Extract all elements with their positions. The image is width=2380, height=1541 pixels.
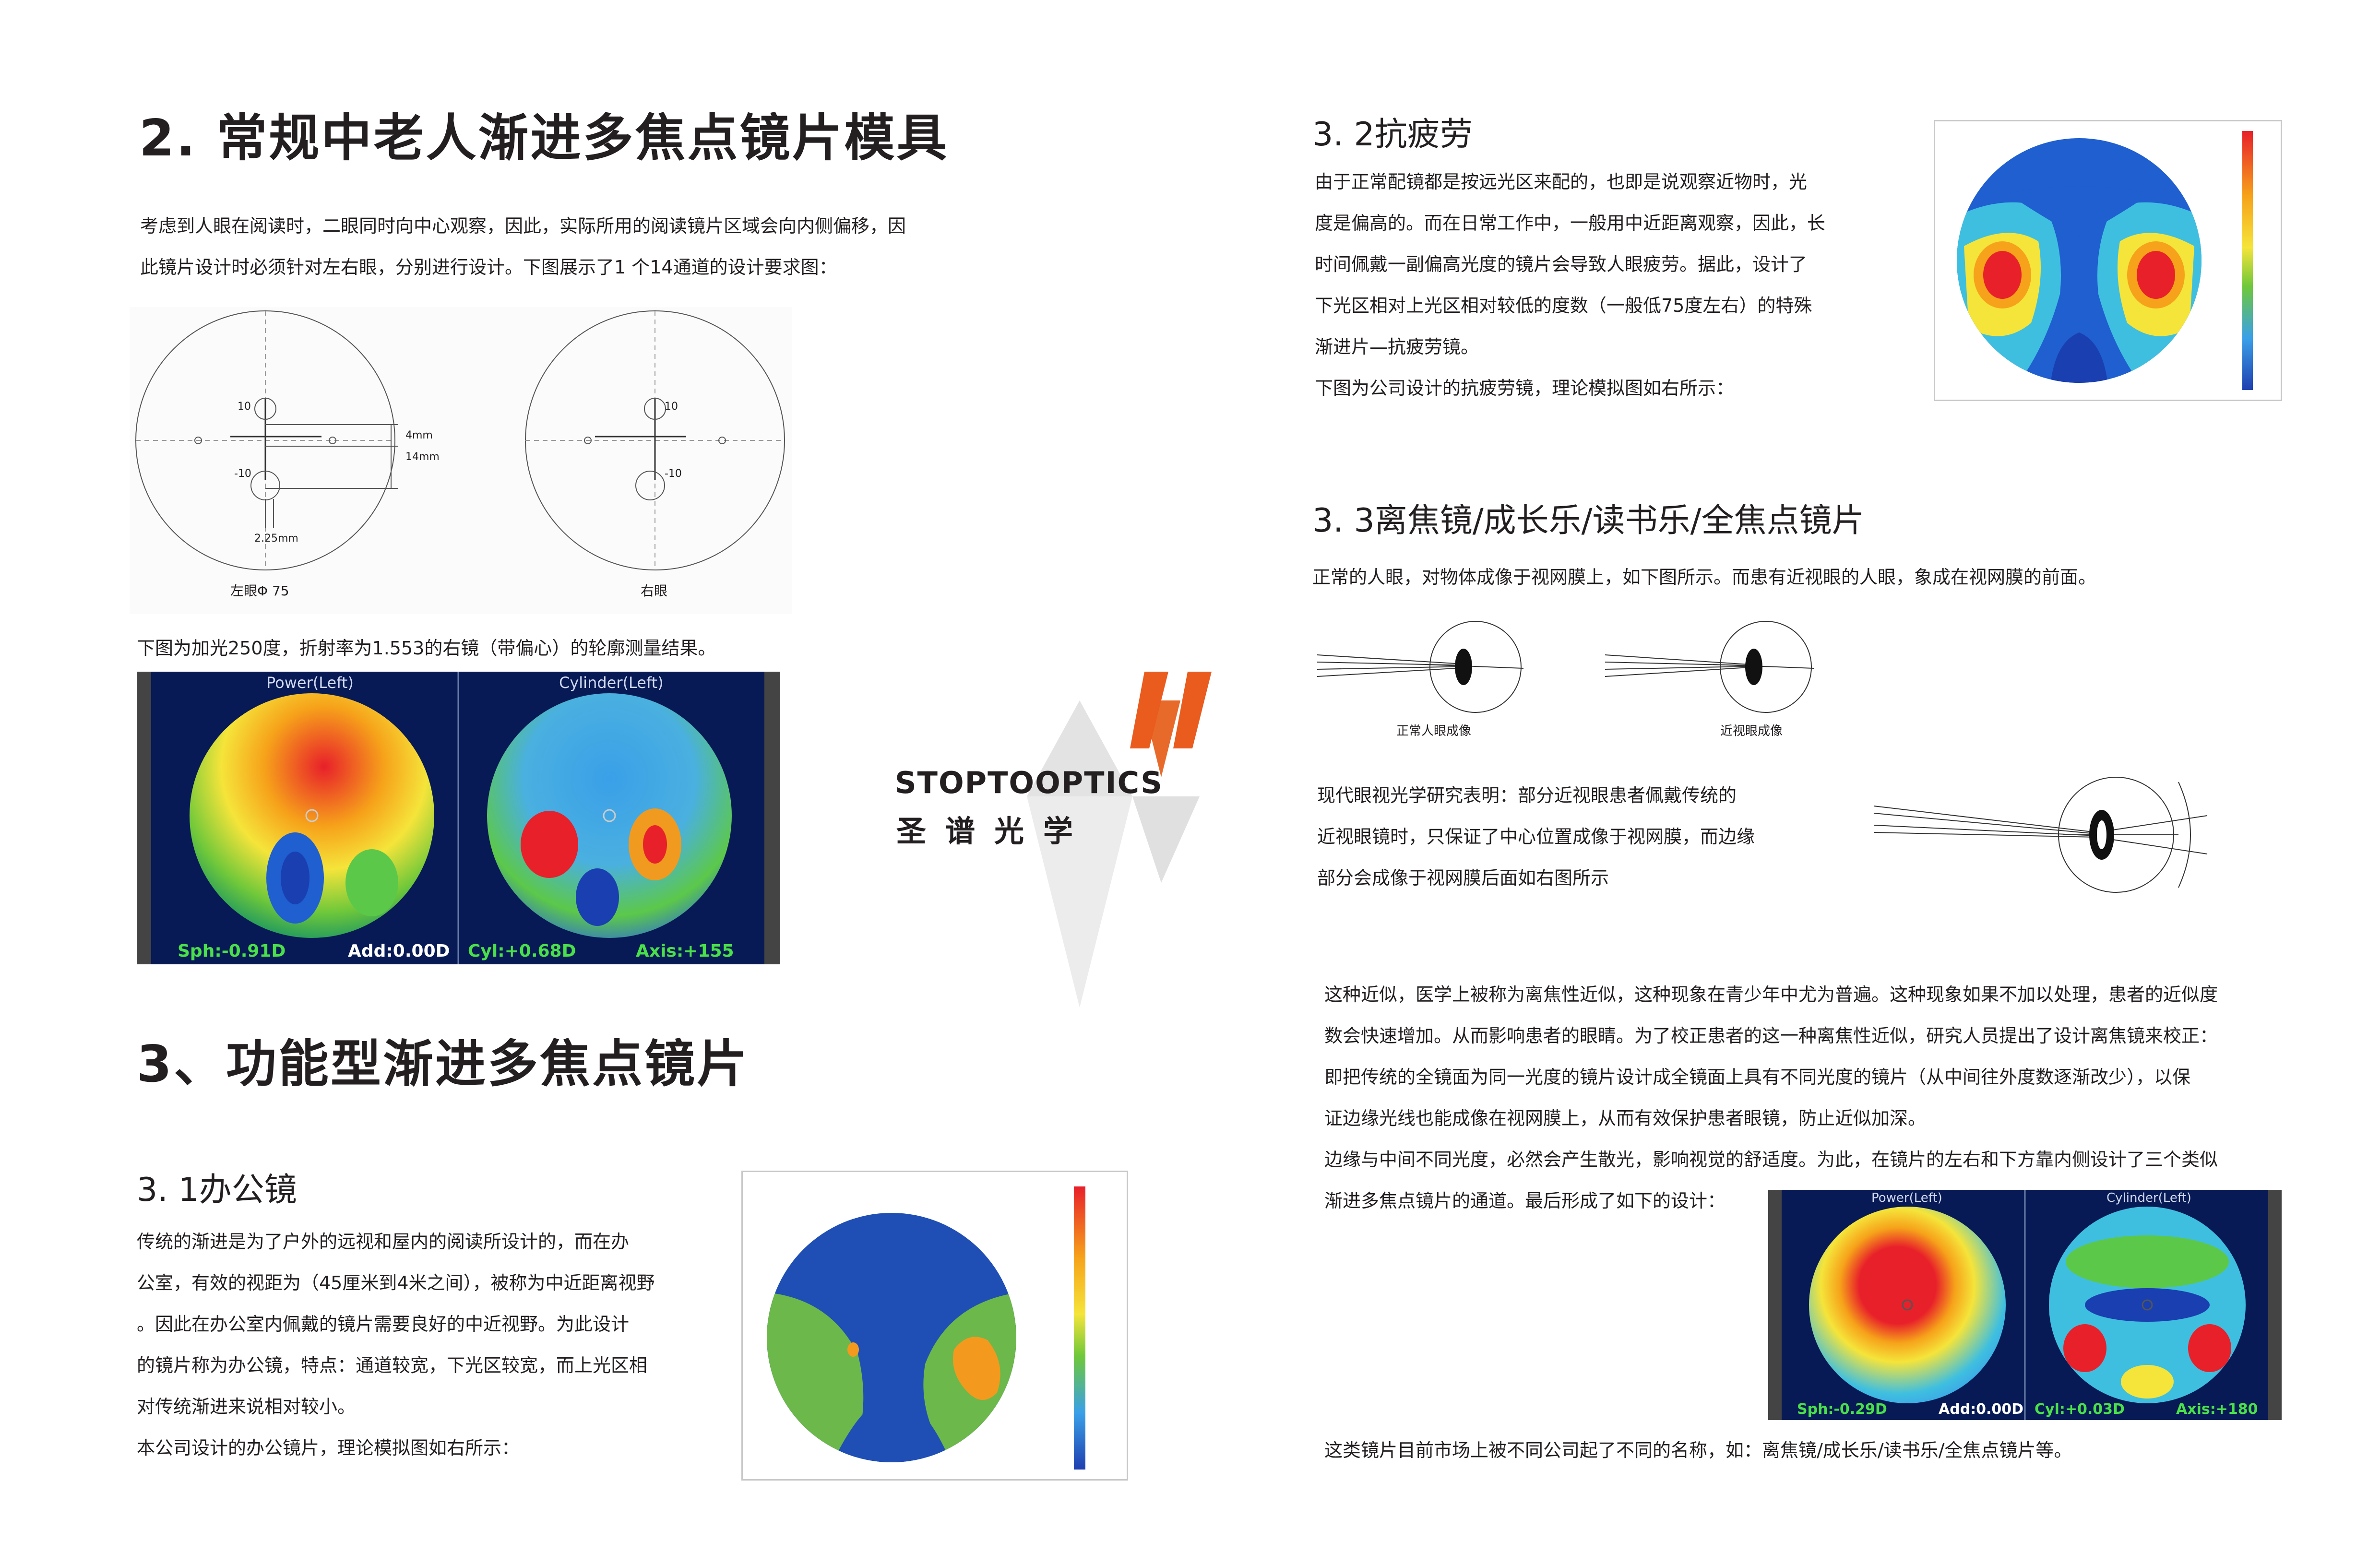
office-lens-svg <box>767 1186 1085 1470</box>
body-line: 公室，有效的视距为（45厘米到4米之间），被称为中近距离视野 <box>137 1272 655 1293</box>
body-line: 的镜片称为办公镜，特点：通道较宽，下光区较宽，而上光区相 <box>137 1355 648 1376</box>
label-top: 10 <box>238 401 251 413</box>
right-eye-caption: 右眼 <box>641 583 668 599</box>
measurement-map-panel: Power(Left) Cylinder(Left) Sph:-0.91D Ad… <box>137 672 780 964</box>
defocus-eye-svg <box>1873 777 2208 893</box>
body-line: 数会快速增加。从而影响患者的眼睛。为了校正患者的这一种离焦性近似，研究人员提出了… <box>1324 1025 2218 1046</box>
body-line: 由于正常配镜都是按远光区来配的，也即是说观察近物时，光 <box>1315 171 1808 192</box>
section-3-2-heading: 3. 2抗疲劳 <box>1312 116 1473 154</box>
body-line: 传统的渐进是为了户外的远视和屋内的阅读所设计的，而在办 <box>137 1231 630 1252</box>
label-bottom-right: -10 <box>665 468 682 480</box>
cyl-value: Cyl:+0.03D <box>2035 1401 2125 1418</box>
label-h1: 4mm <box>405 429 433 441</box>
sph-value: Sph:-0.91D <box>178 941 286 961</box>
body-line: 渐进片—抗疲劳镜。 <box>1315 336 1479 357</box>
body-line: 近视眼镜时，只保证了中心位置成像于视网膜，而边缘 <box>1317 826 1755 847</box>
section-3-3-intro: 正常的人眼，对物体成像于视网膜上，如下图所示。而患有近视眼的人眼，象成在视网膜的… <box>1312 567 2097 588</box>
section-3-heading: 3、功能型渐进多焦点镜片 <box>137 1035 750 1093</box>
body-line: 时间佩戴一副偏高光度的镜片会导致人眼疲劳。据此，设计了 <box>1315 254 1808 275</box>
peripheral-defocus-diagram <box>1871 772 2226 907</box>
brand-logo-cn: 圣谱光学 <box>896 814 1093 849</box>
label-w: 2.25mm <box>254 533 298 545</box>
body-line: 即把传统的全镜面为同一光度的镜片设计成全镜面上具有不同光度的镜片（从中间往外度数… <box>1324 1067 2191 1088</box>
body-line: 这种近似，医学上被称为离焦性近似，这种现象在青少年中尤为普遍。这种现象如果不加以… <box>1324 984 2218 1005</box>
body-line: 现代眼视光学研究表明：部分近视眼患者佩戴传统的 <box>1317 785 1737 806</box>
section-3-1-body: 传统的渐进是为了户外的远视和屋内的阅读所设计的，而在办 公室，有效的视距为（45… <box>137 1221 655 1469</box>
body-line: 证边缘光线也能成像在视网膜上，从而有效保护患者眼镜，防止近似加深。 <box>1324 1108 1927 1129</box>
intro-line: 考虑到人眼在阅读时，二眼同时向中心观察，因此，实际所用的阅读镜片区域会向内侧偏移… <box>140 215 906 237</box>
section-2-intro: 考虑到人眼在阅读时，二眼同时向中心观察，因此，实际所用的阅读镜片区域会向内侧偏移… <box>140 205 906 288</box>
eye-imaging-diagrams: 正常人眼成像 近视眼成像 <box>1312 612 1850 756</box>
power-map-title: Power(Left) <box>1871 1191 1942 1205</box>
sph-value: Sph:-0.29D <box>1797 1401 1887 1418</box>
research-text: 现代眼视光学研究表明：部分近视眼患者佩戴传统的 近视眼镜时，只保证了中心位置成像… <box>1317 775 1755 899</box>
cyl-value: Cyl:+0.68D <box>468 941 576 961</box>
anti-fatigue-svg <box>1957 131 2253 390</box>
section-3-2-body: 由于正常配镜都是按远光区来配的，也即是说观察近物时，光 度是偏高的。而在日常工作… <box>1315 161 1825 409</box>
body-line: 本公司设计的办公镜片，理论模拟图如右所示： <box>137 1437 520 1458</box>
defocus-paragraph: 这种近似，医学上被称为离焦性近似，这种现象在青少年中尤为普遍。这种现象如果不加以… <box>1324 974 2218 1221</box>
axis-value: Axis:+155 <box>636 941 734 961</box>
body-line: 渐进多焦点镜片的通道。最后形成了如下的设计： <box>1324 1190 1726 1211</box>
defocus-measurement-panel: Power(Left) Cylinder(Left) Sph:-0.29D Ad… <box>1768 1190 2282 1420</box>
intro-line: 此镜片设计时必须针对左右眼，分别进行设计。下图展示了1 个14通道的设计要求图： <box>140 257 837 278</box>
left-eye-caption: 左眼Φ 75 <box>230 583 289 599</box>
add-value: Add:0.00D <box>348 941 450 961</box>
power-map-title: Power(Left) <box>266 674 354 692</box>
section-3-1-heading: 3. 1办公镜 <box>137 1171 297 1209</box>
office-lens-simulation <box>741 1171 1128 1481</box>
body-line: 下光区相对上光区相对较低的度数（一般低75度左右）的特殊 <box>1315 295 1812 316</box>
body-line: 对传统渐进来说相对较小。 <box>137 1396 356 1417</box>
brand-quote-mark <box>1130 672 1226 760</box>
channel-design-diagram: 10 -10 4mm 14mm 2.25mm 10 -10 左眼Φ 75 右眼 <box>130 307 792 614</box>
closing-text: 这类镜片目前市场上被不同公司起了不同的名称，如：离焦镜/成长乐/读书乐/全焦点镜… <box>1324 1440 2072 1461</box>
lens-diagram-svg <box>135 310 785 570</box>
label-h2: 14mm <box>405 451 440 463</box>
normal-eye-label: 正常人眼成像 <box>1396 724 1472 738</box>
brand-logo-en: STOPTOOPTICS <box>895 765 1163 800</box>
section-3-3-heading: 3. 3离焦镜/成长乐/读书乐/全焦点镜片 <box>1312 502 1865 540</box>
anti-fatigue-simulation <box>1934 120 2282 401</box>
label-bottom: -10 <box>234 468 251 480</box>
section-2-heading: 2. 常规中老人渐进多焦点镜片模具 <box>139 109 949 167</box>
measurement-map-svg <box>137 672 780 964</box>
body-line: 度是偏高的。而在日常工作中，一般用中近距离观察，因此，长 <box>1315 213 1826 234</box>
add-value: Add:0.00D <box>1939 1401 2024 1418</box>
body-line: 下图为公司设计的抗疲劳镜，理论模拟图如右所示： <box>1315 378 1735 399</box>
defocus-map-svg <box>1768 1190 2282 1420</box>
body-line: 。因此在办公室内佩戴的镜片需要良好的中近视野。为此设计 <box>137 1314 630 1335</box>
label-top-right: 10 <box>665 401 678 413</box>
axis-value: Axis:+180 <box>2176 1401 2258 1418</box>
body-line: 边缘与中间不同光度，必然会产生散光，影响视觉的舒适度。为此，在镜片的左右和下方靠… <box>1324 1149 2218 1170</box>
cylinder-map-title: Cylinder(Left) <box>2106 1191 2191 1205</box>
myopia-eye-label: 近视眼成像 <box>1720 724 1783 738</box>
cylinder-map-title: Cylinder(Left) <box>559 674 664 692</box>
result-caption: 下图为加光250度，折射率为1.553的右镜（带偏心）的轮廓测量结果。 <box>137 638 716 659</box>
body-line: 部分会成像于视网膜后面如右图所示 <box>1317 867 1609 889</box>
eye-diagrams-svg <box>1317 621 1814 713</box>
